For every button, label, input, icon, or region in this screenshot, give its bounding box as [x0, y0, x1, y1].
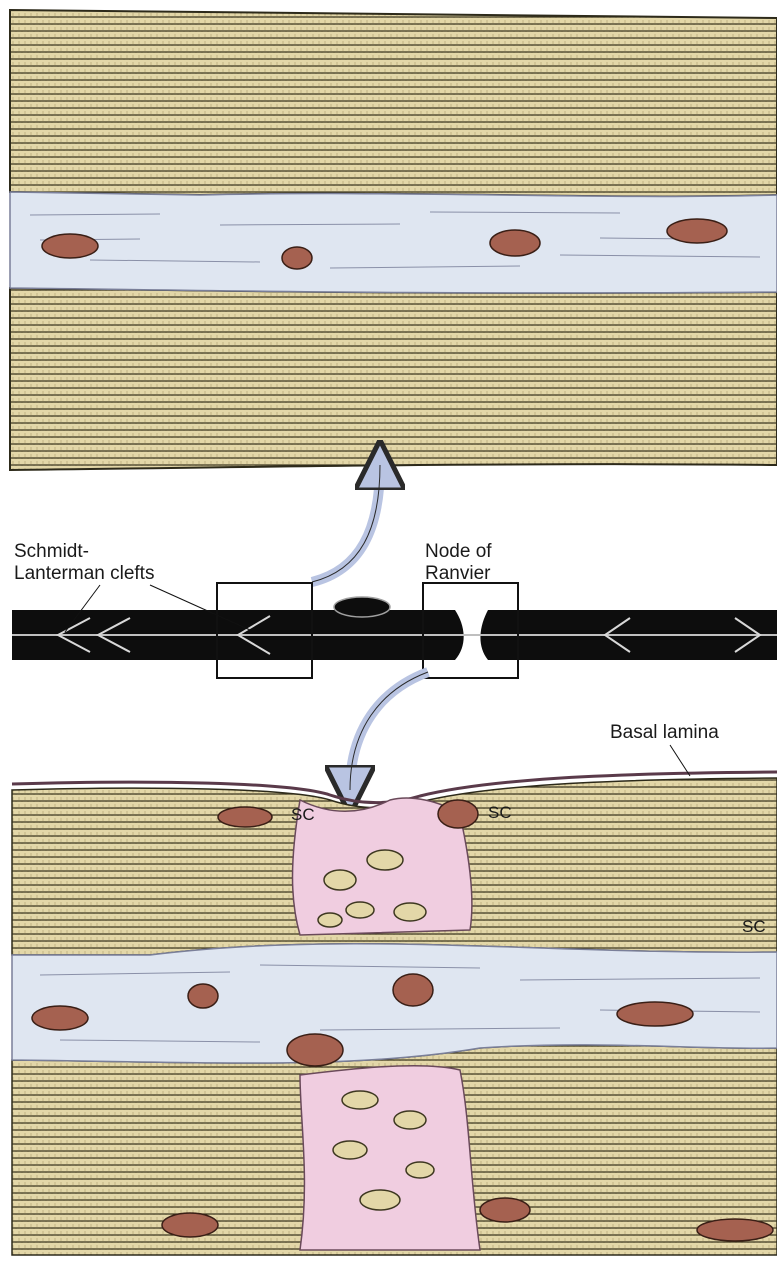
- mitochondrion: [42, 234, 98, 258]
- schmidt-lanterman-label-line2: Lanterman clefts: [14, 563, 154, 585]
- schwann-cell-label: SC: [488, 802, 512, 824]
- mitochondrion: [282, 247, 312, 269]
- mitochondrion: [438, 800, 478, 828]
- mitochondrion: [393, 974, 433, 1006]
- mitochondrion: [617, 1002, 693, 1026]
- node-of-ranvier-label-line1: Node of: [425, 541, 492, 563]
- node-panel: [12, 745, 777, 1255]
- schwann-cell-nucleus: [334, 597, 390, 617]
- mitochondrion: [697, 1219, 773, 1241]
- node-of-ranvier-label-line2: Ranvier: [425, 563, 490, 585]
- mitochondrion: [490, 230, 540, 256]
- mitochondrion: [162, 1213, 218, 1237]
- mitochondrion: [188, 984, 218, 1008]
- schmidt-lanterman-label-line1: Schmidt-: [14, 541, 89, 563]
- whole-fiber: [12, 583, 777, 678]
- basal-lamina-label: Basal lamina: [610, 722, 719, 744]
- mitochondrion: [287, 1034, 343, 1066]
- mitochondrion: [218, 807, 272, 827]
- axoplasm-internode: [10, 192, 777, 293]
- mitochondrion: [32, 1006, 88, 1030]
- lower-myelin-sheath: [10, 288, 777, 470]
- schwann-cell-label: SC: [291, 804, 315, 826]
- lower-node-gap: [300, 1066, 480, 1250]
- mitochondrion: [667, 219, 727, 243]
- arrow-to-internode: [312, 465, 380, 582]
- schwann-cell-label: SC: [742, 916, 766, 938]
- upper-myelin-sheath: [10, 10, 777, 196]
- basal-lamina-leader: [670, 745, 690, 776]
- mitochondrion: [480, 1198, 530, 1222]
- internode-panel: [10, 10, 777, 470]
